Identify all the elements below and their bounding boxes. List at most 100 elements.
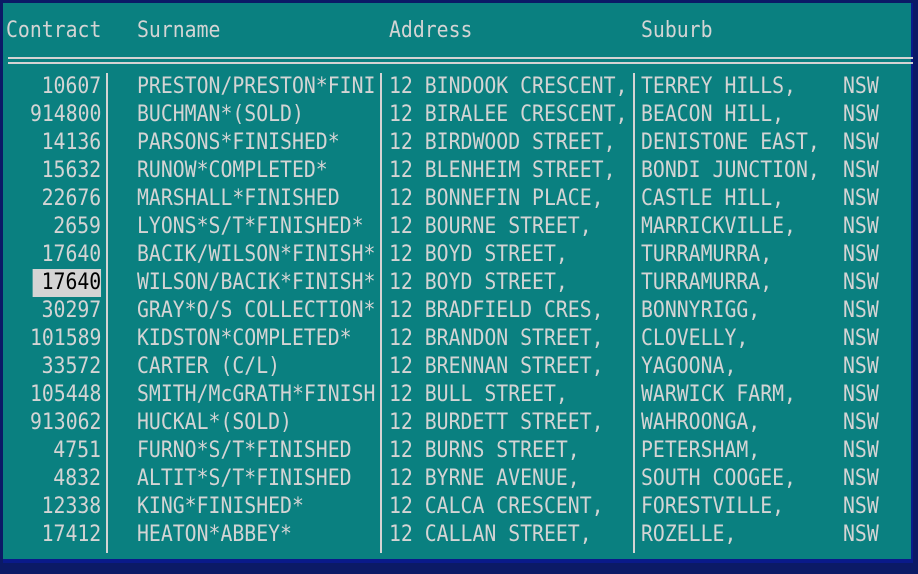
state-cell: NSW	[843, 438, 879, 463]
contract-number[interactable]: 105448	[29, 382, 101, 407]
column-separator-address	[633, 73, 635, 553]
state-cell: NSW	[843, 130, 879, 155]
surname-cell: CARTER (C/L)	[137, 354, 281, 379]
suburb-cell: PETERSHAM,	[641, 438, 761, 463]
address-cell: 12 BYRNE AVENUE,	[389, 466, 580, 491]
table-row[interactable]: 4751 FURNO*S/T*FINISHED 12 BURNS STREET, PE…	[3, 437, 908, 465]
state-cell: NSW	[843, 270, 879, 295]
surname-cell: LYONS*S/T*FINISHED*	[137, 214, 364, 239]
suburb-cell: TERREY HILLS,	[641, 74, 796, 99]
surname-cell: KIDSTON*COMPLETED*	[137, 326, 352, 351]
state-cell: NSW	[843, 158, 879, 183]
surname-cell: PARSONS*FINISHED*	[137, 130, 340, 155]
table-row[interactable]: 30297 GRAY*O/S COLLECTION* 12 BRADFIELD CR…	[3, 297, 908, 325]
suburb-cell: ROZELLE,	[641, 522, 737, 547]
surname-cell: KING*FINISHED*	[137, 494, 304, 519]
column-header-contract: Contract	[6, 18, 102, 43]
table-row[interactable]: 33572 CARTER (C/L) 12 BRENNAN STREET, YAGOO…	[3, 353, 908, 381]
header-divider-top	[8, 57, 913, 59]
state-cell: NSW	[843, 214, 879, 239]
suburb-cell: BONDI JUNCTION,	[641, 158, 820, 183]
table-row[interactable]: 17412 HEATON*ABBEY* 12 CALLAN STREET, ROZEL…	[3, 521, 908, 549]
suburb-cell: TURRAMURRA,	[641, 242, 773, 267]
contract-number[interactable]: 30297	[41, 298, 101, 323]
address-cell: 12 BULL STREET,	[389, 382, 568, 407]
address-cell: 12 CALLAN STREET,	[389, 522, 592, 547]
contract-number[interactable]: 10607	[41, 74, 101, 99]
table-row[interactable]: 15632 RUNOW*COMPLETED* 12 BLENHEIM STREET,…	[3, 157, 908, 185]
table-row[interactable]: 17640 BACIK/WILSON*FINISH* 12 BOYD STREET,…	[3, 241, 908, 269]
suburb-cell: BEACON HILL,	[641, 102, 785, 127]
suburb-cell: WARWICK FARM,	[641, 382, 796, 407]
column-header-suburb: Suburb	[641, 18, 713, 43]
suburb-cell: CASTLE HILL,	[641, 186, 785, 211]
address-cell: 12 BRENNAN STREET,	[389, 354, 604, 379]
suburb-cell: TURRAMURRA,	[641, 270, 773, 295]
address-cell: 12 BURNS STREET,	[389, 438, 580, 463]
contract-number[interactable]: 17640	[41, 242, 101, 267]
address-cell: 12 BRANDON STREET,	[389, 326, 604, 351]
state-cell: NSW	[843, 242, 879, 267]
address-cell: 12 BINDOOK CRESCENT,	[389, 74, 628, 99]
address-cell: 12 BONNEFIN PLACE,	[389, 186, 604, 211]
contract-number[interactable]: 12338	[41, 494, 101, 519]
contract-number[interactable]: 4832	[53, 466, 101, 491]
address-cell: 12 BOYD STREET,	[389, 270, 568, 295]
surname-cell: BACIK/WILSON*FINISH*	[137, 242, 376, 267]
contract-number[interactable]: 33572	[41, 354, 101, 379]
contract-number[interactable]: 15632	[41, 158, 101, 183]
address-cell: 12 BOURNE STREET,	[389, 214, 592, 239]
table-row[interactable]: 22676 MARSHALL*FINISHED 12 BONNEFIN PLACE,…	[3, 185, 908, 213]
table-row[interactable]: 101589 KIDSTON*COMPLETED* 12 BRANDON STREE…	[3, 325, 908, 353]
state-cell: NSW	[843, 522, 879, 547]
surname-cell: MARSHALL*FINISHED	[137, 186, 340, 211]
column-header-surname: Surname	[137, 18, 221, 43]
contract-number[interactable]: 22676	[41, 186, 101, 211]
table-row[interactable]: 17640 WILSON/BACIK*FINISH* 12 BOYD STREET,…	[3, 269, 908, 297]
suburb-cell: WAHROONGA,	[641, 410, 761, 435]
surname-cell: WILSON/BACIK*FINISH*	[137, 270, 376, 295]
contract-number[interactable]: 2659	[53, 214, 101, 239]
table-row[interactable]: 105448 SMITH/McGRATH*FINISH 12 BULL STREET…	[3, 381, 908, 409]
contract-number[interactable]: 4751	[53, 438, 101, 463]
table-row[interactable]: 14136 PARSONS*FINISHED* 12 BIRDWOOD STREET…	[3, 129, 908, 157]
column-separator-contract	[106, 73, 108, 553]
table-row[interactable]: 2659 LYONS*S/T*FINISHED* 12 BOURNE STREET,…	[3, 213, 908, 241]
selected-contract-number[interactable]: 17640	[32, 269, 101, 297]
surname-cell: BUCHMAN*(SOLD)	[137, 102, 304, 127]
header-divider-bottom	[8, 62, 913, 64]
address-cell: 12 BOYD STREET,	[389, 242, 568, 267]
address-cell: 12 BLENHEIM STREET,	[389, 158, 616, 183]
contract-number[interactable]: 17412	[41, 522, 101, 547]
surname-cell: GRAY*O/S COLLECTION*	[137, 298, 376, 323]
suburb-cell: DENISTONE EAST,	[641, 130, 820, 155]
surname-cell: SMITH/McGRATH*FINISH	[137, 382, 376, 407]
surname-cell: ALTIT*S/T*FINISHED	[137, 466, 352, 491]
state-cell: NSW	[843, 354, 879, 379]
contract-number[interactable]: 913062	[29, 410, 101, 435]
state-cell: NSW	[843, 326, 879, 351]
address-cell: 12 BIRDWOOD STREET,	[389, 130, 616, 155]
contract-number[interactable]: 914800	[29, 102, 101, 127]
contract-number[interactable]: 101589	[29, 326, 101, 351]
state-cell: NSW	[843, 466, 879, 491]
suburb-cell: YAGOONA,	[641, 354, 737, 379]
address-cell: 12 BRADFIELD CRES,	[389, 298, 604, 323]
table-row[interactable]: 10607 PRESTON/PRESTON*FINI 12 BINDOOK CRES…	[3, 73, 908, 101]
column-header-address: Address	[389, 18, 473, 43]
state-cell: NSW	[843, 410, 879, 435]
suburb-cell: MARRICKVILLE,	[641, 214, 796, 239]
surname-cell: PRESTON/PRESTON*FINI	[137, 74, 376, 99]
state-cell: NSW	[843, 74, 879, 99]
suburb-cell: BONNYRIGG,	[641, 298, 761, 323]
contract-number[interactable]: 14136	[41, 130, 101, 155]
suburb-cell: FORESTVILLE,	[641, 494, 785, 519]
surname-cell: FURNO*S/T*FINISHED	[137, 438, 352, 463]
surname-cell: HEATON*ABBEY*	[137, 522, 292, 547]
suburb-cell: CLOVELLY,	[641, 326, 749, 351]
surname-cell: RUNOW*COMPLETED*	[137, 158, 328, 183]
